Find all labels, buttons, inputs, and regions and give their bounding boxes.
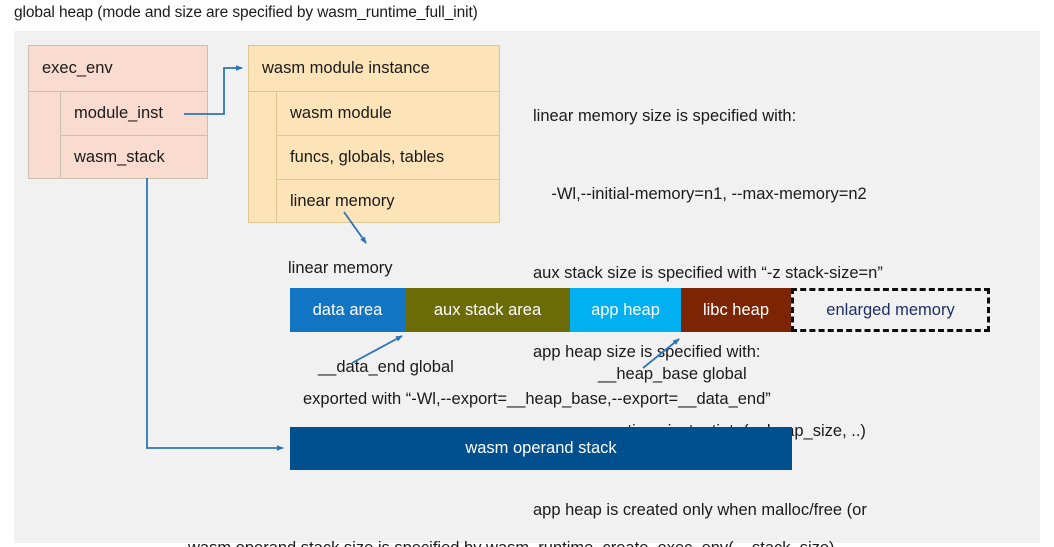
exec-env-field-module-inst-label: module_inst <box>74 104 163 122</box>
page-title: global heap (mode and size are specified… <box>14 4 478 21</box>
memory-segment-enlarged-memory-label: enlarged memory <box>826 300 955 319</box>
memory-segment-enlarged-memory: enlarged memory <box>791 288 990 332</box>
annotation-data-end: __data_end global <box>318 358 454 376</box>
note-line: app heap is created only when malloc/fre… <box>533 501 867 520</box>
exec-env-field-module-inst: module_inst <box>61 92 207 136</box>
exec-env-indent-column <box>29 92 61 179</box>
exec-env-box: exec_env module_inst wasm_stack <box>28 45 208 179</box>
memory-segment-data-area: data area <box>290 288 405 332</box>
memory-segment-app-heap-label: app heap <box>591 300 660 319</box>
annotation-heap-base: __heap_base global <box>598 365 747 383</box>
wmi-field-funcs-globals-tables-label: funcs, globals, tables <box>290 148 445 166</box>
operand-stack-notes: wasm operand stack size is specified by … <box>188 482 835 547</box>
note-line: aux stack size is specified with “-z sta… <box>533 264 883 283</box>
exec-env-field-list: module_inst wasm_stack <box>61 92 207 178</box>
exec-env-title-row: exec_env <box>29 46 207 92</box>
wmi-field-wasm-module-label: wasm module <box>290 104 392 122</box>
bottom-note-line: wasm operand stack size is specified by … <box>188 535 835 547</box>
memory-config-notes: linear memory size is specified with: -W… <box>533 50 1033 547</box>
note-line: app heap size is specified with: <box>533 343 761 362</box>
wmi-field-linear-memory-label: linear memory <box>290 192 395 210</box>
note-line: linear memory size is specified with: <box>533 106 797 125</box>
exec-env-title: exec_env <box>42 59 113 77</box>
memory-segment-data-area-label: data area <box>312 300 383 319</box>
wmi-field-wasm-module: wasm module <box>277 92 499 136</box>
exec-env-field-wasm-stack-label: wasm_stack <box>74 148 165 166</box>
linear-memory-bar: data area aux stack area app heap libc h… <box>290 288 990 332</box>
exec-env-field-wasm-stack: wasm_stack <box>61 136 207 179</box>
annotation-exported-with: exported with “-Wl,--export=__heap_base,… <box>303 390 771 408</box>
wasm-operand-stack-label: wasm operand stack <box>465 439 617 457</box>
memory-segment-aux-stack-area-label: aux stack area <box>433 300 542 319</box>
memory-segment-app-heap: app heap <box>570 288 681 332</box>
note-line: -Wl,--initial-memory=n1, --max-memory=n2 <box>533 185 867 204</box>
wasm-module-instance-indent-column <box>249 92 277 223</box>
wasm-operand-stack-bar: wasm operand stack <box>290 427 792 470</box>
wasm-module-instance-box: wasm module instance wasm module funcs, … <box>248 45 500 223</box>
wmi-field-linear-memory: linear memory <box>277 180 499 223</box>
wasm-module-instance-field-list: wasm module funcs, globals, tables linea… <box>277 92 499 222</box>
wasm-module-instance-title: wasm module instance <box>262 59 430 77</box>
memory-segment-libc-heap: libc heap <box>681 288 791 332</box>
wasm-module-instance-title-row: wasm module instance <box>249 46 499 92</box>
memory-segment-aux-stack-area: aux stack area <box>405 288 570 332</box>
wmi-field-funcs-globals-tables: funcs, globals, tables <box>277 136 499 180</box>
linear-memory-label: linear memory <box>288 259 393 277</box>
memory-segment-libc-heap-label: libc heap <box>702 300 770 319</box>
